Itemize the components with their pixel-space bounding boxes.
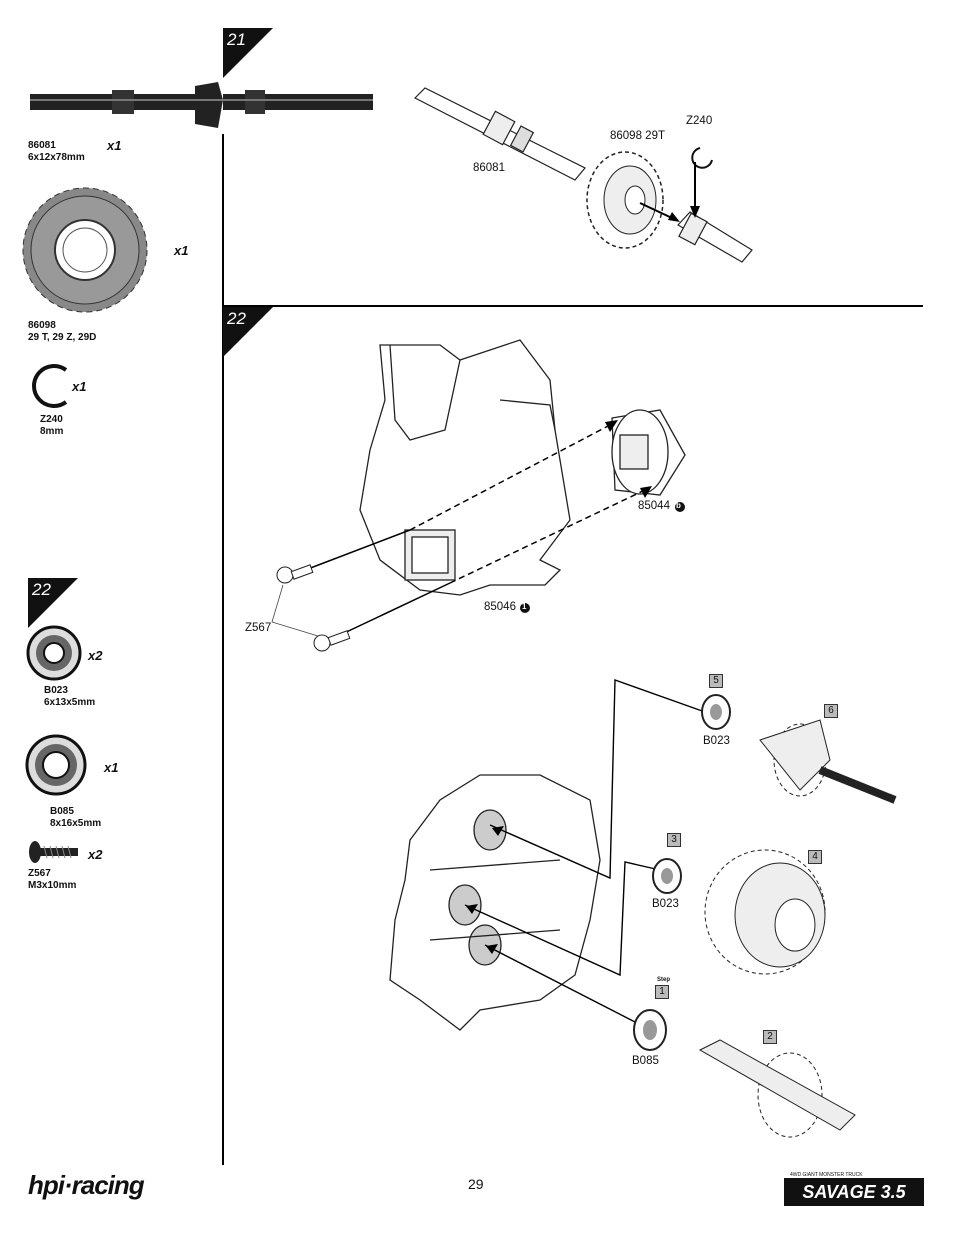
savage-logo: SAVAGE 3.5 <box>784 1178 924 1206</box>
part-86081-label: 86081 6x12x78mm <box>28 140 85 164</box>
sequence-1: 1 <box>655 985 669 999</box>
part-z567-label: Z567 M3x10mm <box>28 868 76 892</box>
part-size: 8mm <box>40 426 64 437</box>
housing-85044-badge: b <box>676 501 681 510</box>
part-86081-qty: x1 <box>107 138 122 153</box>
step-22-parts-number: 22 <box>32 580 51 599</box>
part-z240-qty: x1 <box>72 379 87 394</box>
savage-tagline: 4WD GIANT MONSTER TRUCK <box>790 1172 863 1178</box>
part-code: 86098 <box>28 320 56 331</box>
part-86098-label: 86098 29 T, 29 Z, 29D <box>28 320 96 344</box>
sequence-2: 2 <box>763 1030 777 1044</box>
sequence-1-tag: Step <box>657 977 671 983</box>
step-21-number: 21 <box>227 30 246 49</box>
part-size: M3x10mm <box>28 880 77 891</box>
part-code: B023 <box>44 685 68 696</box>
step-21-flag: 21 <box>223 28 273 78</box>
part-code: 86081 <box>28 140 56 151</box>
part-b085-qty: x1 <box>104 760 119 775</box>
bearing-mid-label: B023 <box>652 898 679 910</box>
part-z567-qty: x2 <box>88 847 103 862</box>
part-code: Z567 <box>28 868 51 879</box>
part-size: 6x13x5mm <box>44 697 96 708</box>
sequence-5: 5 <box>709 674 723 688</box>
part-size: 8x16x5mm <box>50 818 102 829</box>
part-code: B085 <box>50 806 74 817</box>
housing-85046-badge: 1 <box>522 602 527 611</box>
sequence-4: 4 <box>808 850 822 864</box>
part-size: 6x12x78mm <box>28 152 85 163</box>
sequence-3: 3 <box>667 833 681 847</box>
page-number: 29 <box>468 1176 484 1192</box>
step-22-parts-flag: 22 <box>28 578 78 628</box>
hpi-racing-logo: hpi·racing <box>28 1170 145 1200</box>
step21-clip-label: Z240 <box>686 115 713 127</box>
part-86098-qty: x1 <box>174 243 189 258</box>
part-b023-qty: x2 <box>88 648 103 663</box>
part-b085-label: B085 8x16x5mm <box>50 806 101 830</box>
bearing-bottom-label: B085 <box>632 1055 659 1067</box>
part-b023-label: B023 6x13x5mm <box>44 685 95 709</box>
step-22-flag: 22 <box>223 307 273 357</box>
bearing-top-label: B023 <box>703 735 730 747</box>
step21-shaft-label: 86081 <box>473 162 505 174</box>
part-size: 29 T, 29 Z, 29D <box>28 332 97 343</box>
step21-gear-label: 86098 29T <box>610 130 665 142</box>
part-code: Z240 <box>40 414 63 425</box>
sequence-6: 6 <box>824 704 838 718</box>
screw-z567-label: Z567 <box>245 622 272 634</box>
part-z240-label: Z240 8mm <box>40 414 63 438</box>
housing-85046-label: 85046 <box>484 601 516 613</box>
step-22-number: 22 <box>227 309 246 328</box>
housing-85044-label: 85044 <box>638 500 670 512</box>
